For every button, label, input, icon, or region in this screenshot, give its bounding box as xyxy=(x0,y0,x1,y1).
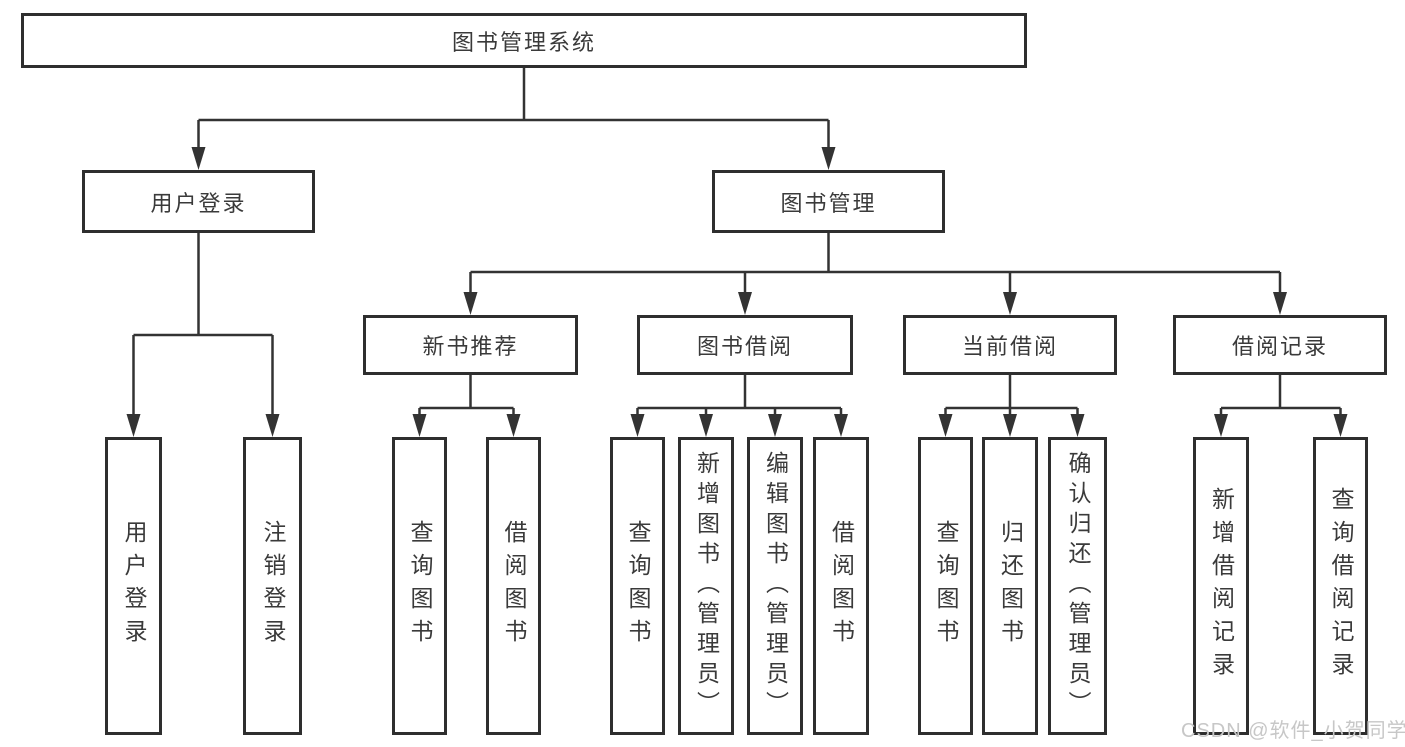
leaf-query-books-recommend-label: 查询图书 xyxy=(407,520,433,652)
leaf-user-login: 用户登录 xyxy=(105,437,162,735)
leaf-confirm-return-admin: 确认归还（管理员） xyxy=(1048,437,1107,735)
node-root-label: 图书管理系统 xyxy=(451,29,596,55)
edges-root-to-level2 xyxy=(191,68,836,170)
node-book-management: 图书管理 xyxy=(712,170,945,233)
leaf-add-borrow-record-label: 新增借阅记录 xyxy=(1208,487,1235,685)
node-new-book-recommend-label: 新书推荐 xyxy=(422,334,519,359)
leaf-return-books-label: 归还图书 xyxy=(997,520,1024,652)
node-book-borrow: 图书借阅 xyxy=(637,315,853,375)
node-current-borrow-label: 当前借阅 xyxy=(961,334,1058,359)
leaf-borrow-books-label: 借阅图书 xyxy=(828,520,855,652)
leaf-edit-books-admin: 编辑图书（管理员） xyxy=(747,437,803,735)
node-book-management-label: 图书管理 xyxy=(780,190,877,216)
node-root: 图书管理系统 xyxy=(21,13,1027,68)
leaf-add-books-admin-label: 新增图书（管理员） xyxy=(693,451,720,721)
leaf-return-books: 归还图书 xyxy=(982,437,1038,735)
edges-book-management-to-level3 xyxy=(463,233,1287,315)
leaf-query-borrow-record: 查询借阅记录 xyxy=(1313,437,1368,735)
leaf-borrow-books-recommend-label: 借阅图书 xyxy=(501,520,527,652)
leaf-logout-label: 注销登录 xyxy=(260,520,286,652)
node-book-borrow-label: 图书借阅 xyxy=(696,334,793,359)
edges-book-borrow-to-leaves xyxy=(630,375,848,437)
leaf-query-books-current-label: 查询图书 xyxy=(933,520,959,652)
csdn-watermark: CSDN @软件_小贺同学 xyxy=(1181,720,1405,742)
node-current-borrow: 当前借阅 xyxy=(903,315,1117,375)
leaf-query-borrow-record-label: 查询借阅记录 xyxy=(1328,487,1354,685)
node-user-login-label: 用户登录 xyxy=(150,190,247,216)
edges-current-borrow-to-leaves xyxy=(938,375,1085,437)
edges-borrow-records-to-leaves xyxy=(1214,375,1348,437)
node-user-login: 用户登录 xyxy=(82,170,315,233)
node-borrow-records-label: 借阅记录 xyxy=(1231,334,1328,359)
node-new-book-recommend: 新书推荐 xyxy=(363,315,578,375)
leaf-borrow-books-recommend: 借阅图书 xyxy=(486,437,541,735)
leaf-query-books-current: 查询图书 xyxy=(918,437,973,735)
node-borrow-records: 借阅记录 xyxy=(1173,315,1387,375)
leaf-edit-books-admin-label: 编辑图书（管理员） xyxy=(762,451,789,721)
leaf-borrow-books: 借阅图书 xyxy=(813,437,869,735)
leaf-add-books-admin: 新增图书（管理员） xyxy=(678,437,734,735)
leaf-query-books-recommend: 查询图书 xyxy=(392,437,447,735)
edges-user-login-to-leaves xyxy=(126,233,280,437)
leaf-query-books-borrow: 查询图书 xyxy=(610,437,665,735)
leaf-confirm-return-admin-label: 确认归还（管理员） xyxy=(1065,451,1091,721)
leaf-add-borrow-record: 新增借阅记录 xyxy=(1193,437,1249,735)
edges-new-book-recommend-to-leaves xyxy=(412,375,521,437)
leaf-logout: 注销登录 xyxy=(243,437,302,735)
leaf-user-login-label: 用户登录 xyxy=(121,520,147,652)
leaf-query-books-borrow-label: 查询图书 xyxy=(625,520,651,652)
